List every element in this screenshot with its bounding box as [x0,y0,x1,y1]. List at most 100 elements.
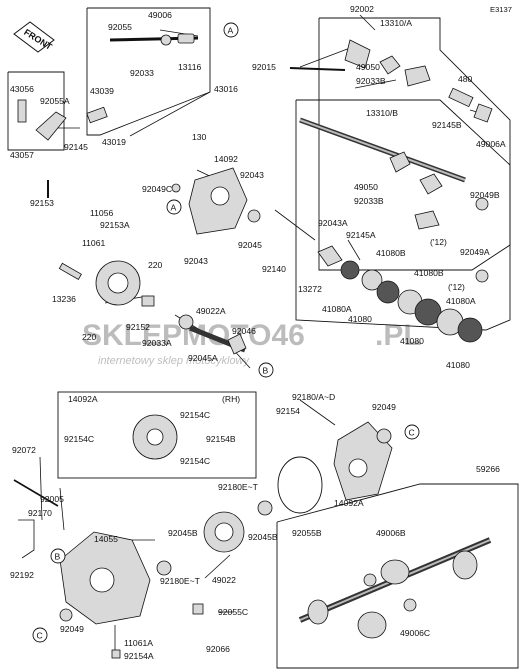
yoke-a [344,39,371,69]
spring-480 [448,87,474,108]
part-label: 49006C [400,628,430,638]
lever-43057 [35,111,67,141]
part-label: 92033B [356,76,386,86]
part-label: 11056 [90,208,113,218]
part-label: 13310/A [380,18,412,28]
spider-a [379,55,401,75]
part-label: 92015 [252,62,276,72]
part-label: 480 [458,74,473,84]
watermark-main: SKLEPMOTO46 [82,319,305,352]
part-label: 43056 [10,84,34,94]
part-label: 92033 [130,68,154,78]
part-13116 [177,33,195,44]
part-label: 130 [192,132,207,142]
part-label: 14092A [334,498,364,508]
bolt-92154a [111,649,121,659]
part-label: 41080 [446,360,470,370]
part-label: 92180E~T [218,482,259,492]
part-label: 92045B [168,528,198,538]
cv-boot-lower [357,611,387,639]
part-label: 41080B [414,268,444,278]
clamp-49006b [363,573,377,587]
part-label: 92154B [206,434,236,444]
cv-joint-upper [452,550,478,580]
ref-mark-b-bottom: B [55,552,61,562]
part-label: 92043A [318,218,348,228]
part-label: 92033A [142,338,172,348]
watermark-sub: internetowy sklep motocyklowy [98,355,251,367]
part-label: 41080A [322,304,352,314]
part-43039 [86,106,108,124]
part-label: 92154C [180,410,210,420]
part-label: 49022 [212,575,236,585]
part-92049b [475,197,489,211]
tube-92192 [18,519,35,559]
part-label: 92180E~T [160,576,201,586]
yoke-b [389,151,411,173]
part-label: 92192 [10,570,34,580]
part-label: 92152 [126,322,150,332]
part-label: 92045B [248,532,278,542]
bracket-43056 [17,99,27,123]
part-label: 49006A [476,139,506,149]
part-label: 41080A [446,296,476,306]
part-label: 92043 [184,256,208,266]
note-12-label: ('12) [430,237,447,247]
part-label: 49022A [196,306,226,316]
front-arrow: FRONT [13,21,55,53]
watermark: SKLEPMOTO46 .PL internetowy sklep motocy… [82,319,422,367]
ref-mark-a-top: A [228,26,234,36]
yoke-a2 [404,65,431,87]
coupler-49006a [473,103,493,123]
part-label: 49050 [356,62,380,72]
frame-left-bracket [7,71,65,151]
parts [13,33,493,659]
part-label: 13272 [298,284,322,294]
cv-joint-lower [307,599,329,625]
seal-92049-rear [59,608,73,622]
pinion-92045a [227,333,247,355]
part-label: 92046 [232,326,256,336]
part-label: 92049B [470,190,500,200]
ref-mark-b-top: B [263,366,269,376]
ref-mark-c-bottom: C [37,631,43,641]
part-label: 220 [82,332,97,342]
part-label: 92153 [30,198,54,208]
part-label: 11061A [124,638,153,648]
part-label: 92180/A~D [292,392,335,402]
part-label: 92066 [206,644,230,654]
seal-92049c [171,183,181,193]
part-label: 92154A [124,651,154,661]
diagram-code: E3137 [490,5,512,14]
part-label: 49050 [354,182,378,192]
rh-label: (RH) [222,394,240,404]
bearing-92045b-2 [257,500,273,516]
frame-mid-right [295,99,511,331]
part-label: 43057 [10,150,34,160]
ring-49022a [178,314,194,330]
part-label: 92154C [180,456,210,466]
part-label: 43019 [102,137,126,147]
frame-rh-gear-box [57,391,257,479]
ref-mark-a-mid: A [171,203,177,213]
part-label: 59266 [476,464,500,474]
part-label: 92154 [276,406,300,416]
part-label: 41080 [400,336,424,346]
part-label: 13310/B [366,108,398,118]
part-label: 14055 [94,534,118,544]
part-label: 92145A [346,230,376,240]
part-label: 92049A [460,247,490,257]
part-label: 92055B [292,528,322,538]
seal-92049-right [376,428,392,444]
part-label: 92140 [262,264,286,274]
part-label: 14092 [214,154,238,164]
part-92049a [475,269,489,283]
reference-marks: A A B B C C [32,22,420,643]
part-label: 13116 [178,62,201,72]
spider-b [419,173,443,195]
part-number-labels: 92002 13310/A 92015 49050 92033B 480 921… [10,4,506,661]
part-label: 92005 [40,494,64,504]
part-label: 92049C [142,184,172,194]
part-label: 92049 [60,624,84,634]
